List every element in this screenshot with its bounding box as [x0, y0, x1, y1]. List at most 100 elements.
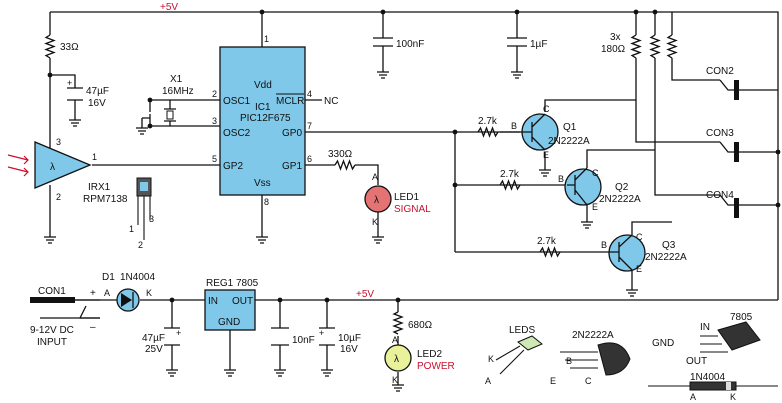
ic1-pin1: 1	[264, 34, 269, 44]
regulator-reg1: REG1 7805 IN OUT GND	[204, 278, 259, 331]
resistor-33r: 33Ω	[44, 34, 79, 59]
reg1-gnd: GND	[218, 317, 240, 328]
ic1-pic12f675: Vdd IC1 PIC12F675 OSC1 OSC2 MCLR GP0 GP2…	[212, 34, 338, 207]
led2-power: λ A K LED2 POWER	[384, 335, 455, 385]
legend-diode-k: K	[730, 392, 736, 402]
transistor-q2: B C E Q2 2N2222A	[558, 167, 641, 212]
cap-47u-value: 47µF	[86, 86, 109, 97]
ic1-vdd: Vdd	[254, 80, 272, 91]
ic1-pin6: 6	[307, 154, 312, 164]
base-resistor-1: 2.7k	[478, 116, 498, 127]
led1-a: A	[372, 172, 378, 182]
wires	[40, 11, 779, 385]
cap-100nf-value: 100nF	[396, 39, 424, 50]
capacitor-10nf: 10nF	[271, 327, 315, 346]
ir-receiver-part: RPM7138	[83, 194, 128, 205]
svg-text:+: +	[319, 328, 324, 338]
pkg-pin1: 1	[129, 224, 134, 234]
capacitor-47u-16v: + 47µF 16V	[67, 78, 109, 109]
capacitor-47u-25v: + 47µF 25V	[142, 327, 181, 355]
q2-c: C	[592, 168, 599, 178]
led1-ref: LED1	[394, 192, 419, 203]
legend-diode: 1N4004 A K	[648, 372, 778, 402]
pkg-pin2: 2	[138, 240, 143, 250]
base-resistor-3: 2.7k	[537, 236, 557, 247]
legend-reg-title: 7805	[730, 312, 753, 323]
resistor-680r-value: 680Ω	[408, 320, 433, 331]
led2-a: A	[392, 335, 398, 345]
q1-part: 2N2222A	[548, 136, 590, 147]
ic1-gp2: GP2	[223, 161, 243, 172]
led2-k: K	[392, 375, 398, 385]
q2-ref: Q2	[615, 182, 629, 193]
q2-b: B	[558, 174, 564, 184]
ir-pin3: 3	[56, 137, 61, 147]
ir-receiver-package: 1 2 3	[129, 177, 154, 250]
crystal-x1: X1 16MHz	[162, 74, 194, 126]
capacitor-1uf: 1µF	[507, 37, 547, 50]
ic1-pin2: 2	[212, 89, 217, 99]
cap-10uf-voltage: 16V	[340, 344, 358, 355]
ic1-gp0: GP0	[282, 128, 302, 139]
cap-10uf-value: 10µF	[338, 333, 361, 344]
legend-diode-a: A	[690, 392, 696, 402]
con1-input-line1: 9-12V DC	[30, 325, 74, 336]
q1-c: C	[543, 104, 550, 114]
ic1-nc: NC	[324, 96, 338, 107]
legend-transistor-b: B	[566, 356, 572, 366]
ic1-vss: Vss	[254, 178, 271, 189]
legend-transistor-title: 2N2222A	[572, 330, 614, 341]
d1-ref: D1	[102, 272, 115, 283]
base-resistor-2: 2.7k	[500, 169, 520, 180]
reg1-part: 7805	[236, 278, 259, 289]
cap-1uf-value: 1µF	[530, 39, 547, 50]
top-rail-label: +5V	[160, 2, 178, 13]
ic1-pin4: 4	[307, 89, 312, 99]
q1-e: E	[543, 150, 549, 160]
resistor-330r: 330Ω	[328, 149, 356, 171]
legend-transistor-e: E	[550, 376, 556, 386]
legend-transistor-c: C	[585, 376, 592, 386]
q1-b: B	[511, 121, 517, 131]
resistor-680r: 680Ω	[392, 311, 433, 335]
d1-part: 1N4004	[120, 272, 155, 283]
led1-signal: λ A K LED1 SIGNAL	[364, 172, 431, 227]
ic1-ref: IC1	[255, 102, 271, 113]
con1-minus: –	[90, 322, 96, 333]
reg1-out: OUT	[232, 296, 253, 307]
legend-transistor: 2N2222A B E C	[550, 330, 631, 386]
resistors-180r: 3x 180Ω	[601, 32, 678, 59]
q2-e: E	[592, 202, 598, 212]
legend-leds: LEDS K A	[485, 325, 543, 386]
r180-value: 180Ω	[601, 44, 626, 55]
ir-pin1: 1	[92, 152, 97, 162]
power-input-con1: CON1 + – 9-12V DC INPUT	[30, 286, 100, 348]
ic1-pin3: 3	[212, 116, 217, 126]
con1-plus: +	[90, 288, 96, 299]
ic1-pin8: 8	[264, 197, 269, 207]
led2-ref: LED2	[417, 349, 442, 360]
legend-reg-out: OUT	[686, 356, 707, 367]
d1-k: K	[146, 288, 152, 298]
ic1-pin5: 5	[212, 154, 217, 164]
resistor-33r-value: 33Ω	[60, 42, 79, 53]
legend-leds-a: A	[485, 376, 491, 386]
cap-47u-voltage: 16V	[88, 98, 106, 109]
ir-pin2: 2	[56, 192, 61, 202]
junction-dots	[47, 9, 781, 303]
con1-ref: CON1	[38, 286, 66, 297]
led1-symbol: λ	[374, 195, 379, 206]
svg-text:+: +	[176, 328, 181, 338]
con1-input-line2: INPUT	[37, 337, 67, 348]
ir-light-arrows	[7, 154, 29, 177]
base-resistors: 2.7k 2.7k 2.7k	[477, 116, 561, 258]
ir-receiver-ref: IRX1	[88, 182, 111, 193]
cap-47u25-voltage: 25V	[145, 344, 163, 355]
transistor-q1: B C E Q1 2N2222A	[511, 104, 590, 160]
ic1-part: PIC12F675	[240, 113, 291, 124]
legend-leds-title: LEDS	[509, 325, 535, 336]
d1-a: A	[104, 288, 110, 298]
legend-leds-k: K	[488, 354, 494, 364]
q3-e: E	[636, 264, 642, 274]
ic1-osc2: OSC2	[223, 128, 251, 139]
